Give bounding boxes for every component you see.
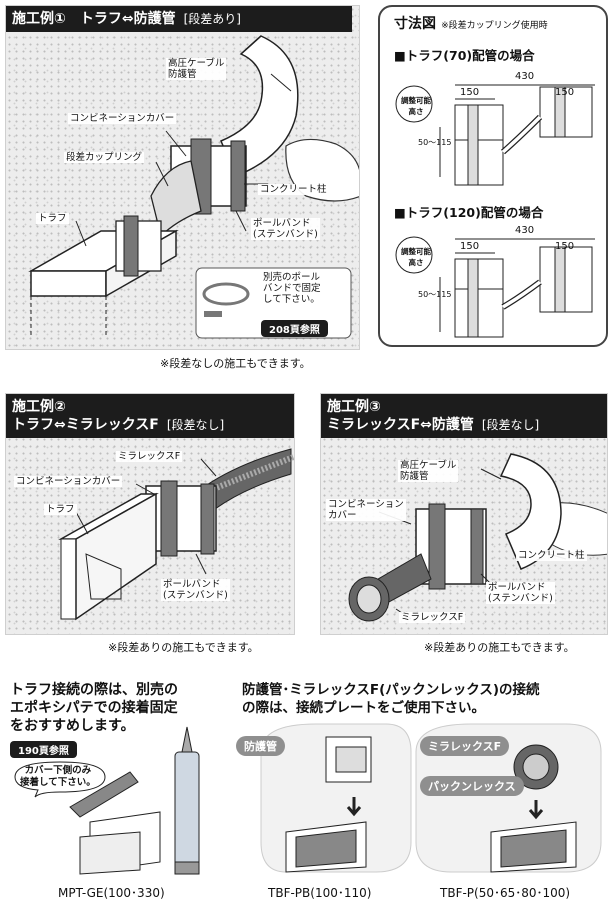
label-combination-cover: コンビネーションカバー xyxy=(14,476,123,487)
label-combination-cover: コンビネーションカバー xyxy=(68,113,177,124)
example2-header: 施工例② トラフ⇔ミラレックスF [段差なし] xyxy=(6,394,294,438)
label-concrete-pole: コンクリート柱 xyxy=(516,550,587,561)
epoxy-illustration xyxy=(14,726,200,875)
bubble-pakkunrex: パックンレックス xyxy=(420,776,524,796)
ref-190: 190頁参照 xyxy=(10,741,77,758)
example2-tag: [段差なし] xyxy=(166,418,225,432)
dim-150-top-right: 150 xyxy=(555,87,575,98)
example1-illustration xyxy=(28,35,359,339)
example3-header: 施工例③ ミラレックスF⇔防護管 [段差なし] xyxy=(321,394,607,438)
example1-panel: 施工例① トラフ⇔防護管 [段差あり] 高圧ケーブル 防護管 コンビネーションカバ… xyxy=(5,5,360,350)
caption-tbf-p: TBF-P(50･65･80･100) xyxy=(440,886,571,900)
label-concrete-pole: コンクリート柱 xyxy=(258,184,329,195)
dimension-subtitle: ※段差カップリング使用時 xyxy=(441,21,548,31)
dimension-drawing xyxy=(395,84,595,338)
bottom-left-text: トラフ接続の際は、別売の エポキシパテでの接着固定 をおすすめします。 xyxy=(10,682,178,734)
dim-150-bottom-left: 150 xyxy=(460,241,480,252)
example3-tag: [段差なし] xyxy=(481,418,540,432)
label-pole-band: ポールバンド (ステンバンド) xyxy=(161,579,230,601)
dim-50-115-bottom: 50～115 xyxy=(418,290,452,299)
example3-note: ※段差ありの施工もできます。 xyxy=(424,641,575,654)
section-trough120: ■トラフ(120)配管の場合 xyxy=(394,205,544,220)
adjust-top: 調整可能 高さ xyxy=(401,96,431,116)
example2-title: 施工例② xyxy=(12,399,66,415)
example1-header: 施工例① トラフ⇔防護管 [段差あり] xyxy=(6,6,352,32)
dim-430-bottom: 430 xyxy=(515,225,535,236)
example2-panel: 施工例② トラフ⇔ミラレックスF [段差なし] ミラレックスF コンビネーションカ… xyxy=(5,393,295,635)
label-step-coupling: 段差カップリング xyxy=(64,152,145,163)
dim-150-bottom-right: 150 xyxy=(555,241,575,252)
example2-note: ※段差ありの施工もできます。 xyxy=(108,641,259,654)
example3-title2: ミラレックスF⇔防護管 xyxy=(327,417,474,433)
example1-note: ※段差なしの施工もできます。 xyxy=(160,357,311,370)
example3-title: 施工例③ xyxy=(327,399,381,415)
dim-50-115-top: 50～115 xyxy=(418,138,452,147)
example2-illustration xyxy=(58,448,294,621)
label-cable: 高圧ケーブル 防護管 xyxy=(166,58,227,80)
ref-208: 208頁参照 xyxy=(261,320,328,337)
label-pole-band: ポールバンド (ステンバンド) xyxy=(251,218,320,240)
label-pole-band: ポールバンド (ステンバンド) xyxy=(486,582,555,604)
label-mirarex: ミラレックスF xyxy=(399,612,466,623)
caption-tbf-pb: TBF-PB(100･110) xyxy=(268,886,372,900)
example1-tag: [段差あり] xyxy=(183,12,241,26)
label-sold-separately: 別売のポール バンドで固定 して下さい。 xyxy=(263,272,321,305)
bottom-right-text: 防護管･ミラレックスF(パックンレックス)の接続 の際は、接続プレートをご使用下… xyxy=(242,682,540,716)
example3-panel: 施工例③ ミラレックスF⇔防護管 [段差なし] 高圧ケーブル 防護管 コンビネーシ… xyxy=(320,393,608,635)
adjust-bottom: 調整可能 高さ xyxy=(401,247,431,267)
label-trough: トラフ xyxy=(36,213,69,224)
label-cable: 高圧ケーブル 防護管 xyxy=(398,460,459,482)
dimension-panel: 寸法図 ※段差カップリング使用時 ■トラフ(70)配管の場合 ■トラフ(120)… xyxy=(378,5,608,347)
section-trough70: ■トラフ(70)配管の場合 xyxy=(394,48,535,63)
bubble-pipe: 防護管 xyxy=(236,736,285,756)
label-mirarex: ミラレックスF xyxy=(116,451,183,462)
plate-illustration xyxy=(260,723,602,873)
dimension-title: 寸法図 xyxy=(394,16,436,32)
caption-mpt-ge: MPT-GE(100･330) xyxy=(58,886,165,900)
label-combination-cover: コンビネーション カバー xyxy=(326,499,406,521)
example1-title: 施工例① トラフ⇔防護管 xyxy=(12,11,176,27)
callout-glue: カバー下側のみ 接着して下さい。 xyxy=(20,765,96,788)
label-trough: トラフ xyxy=(44,504,77,515)
example2-title2: トラフ⇔ミラレックスF xyxy=(12,417,159,433)
bubble-mirarex: ミラレックスF xyxy=(420,736,510,756)
dim-150-top-left: 150 xyxy=(460,87,480,98)
dim-430-top: 430 xyxy=(515,71,535,82)
example3-illustration xyxy=(348,453,607,622)
